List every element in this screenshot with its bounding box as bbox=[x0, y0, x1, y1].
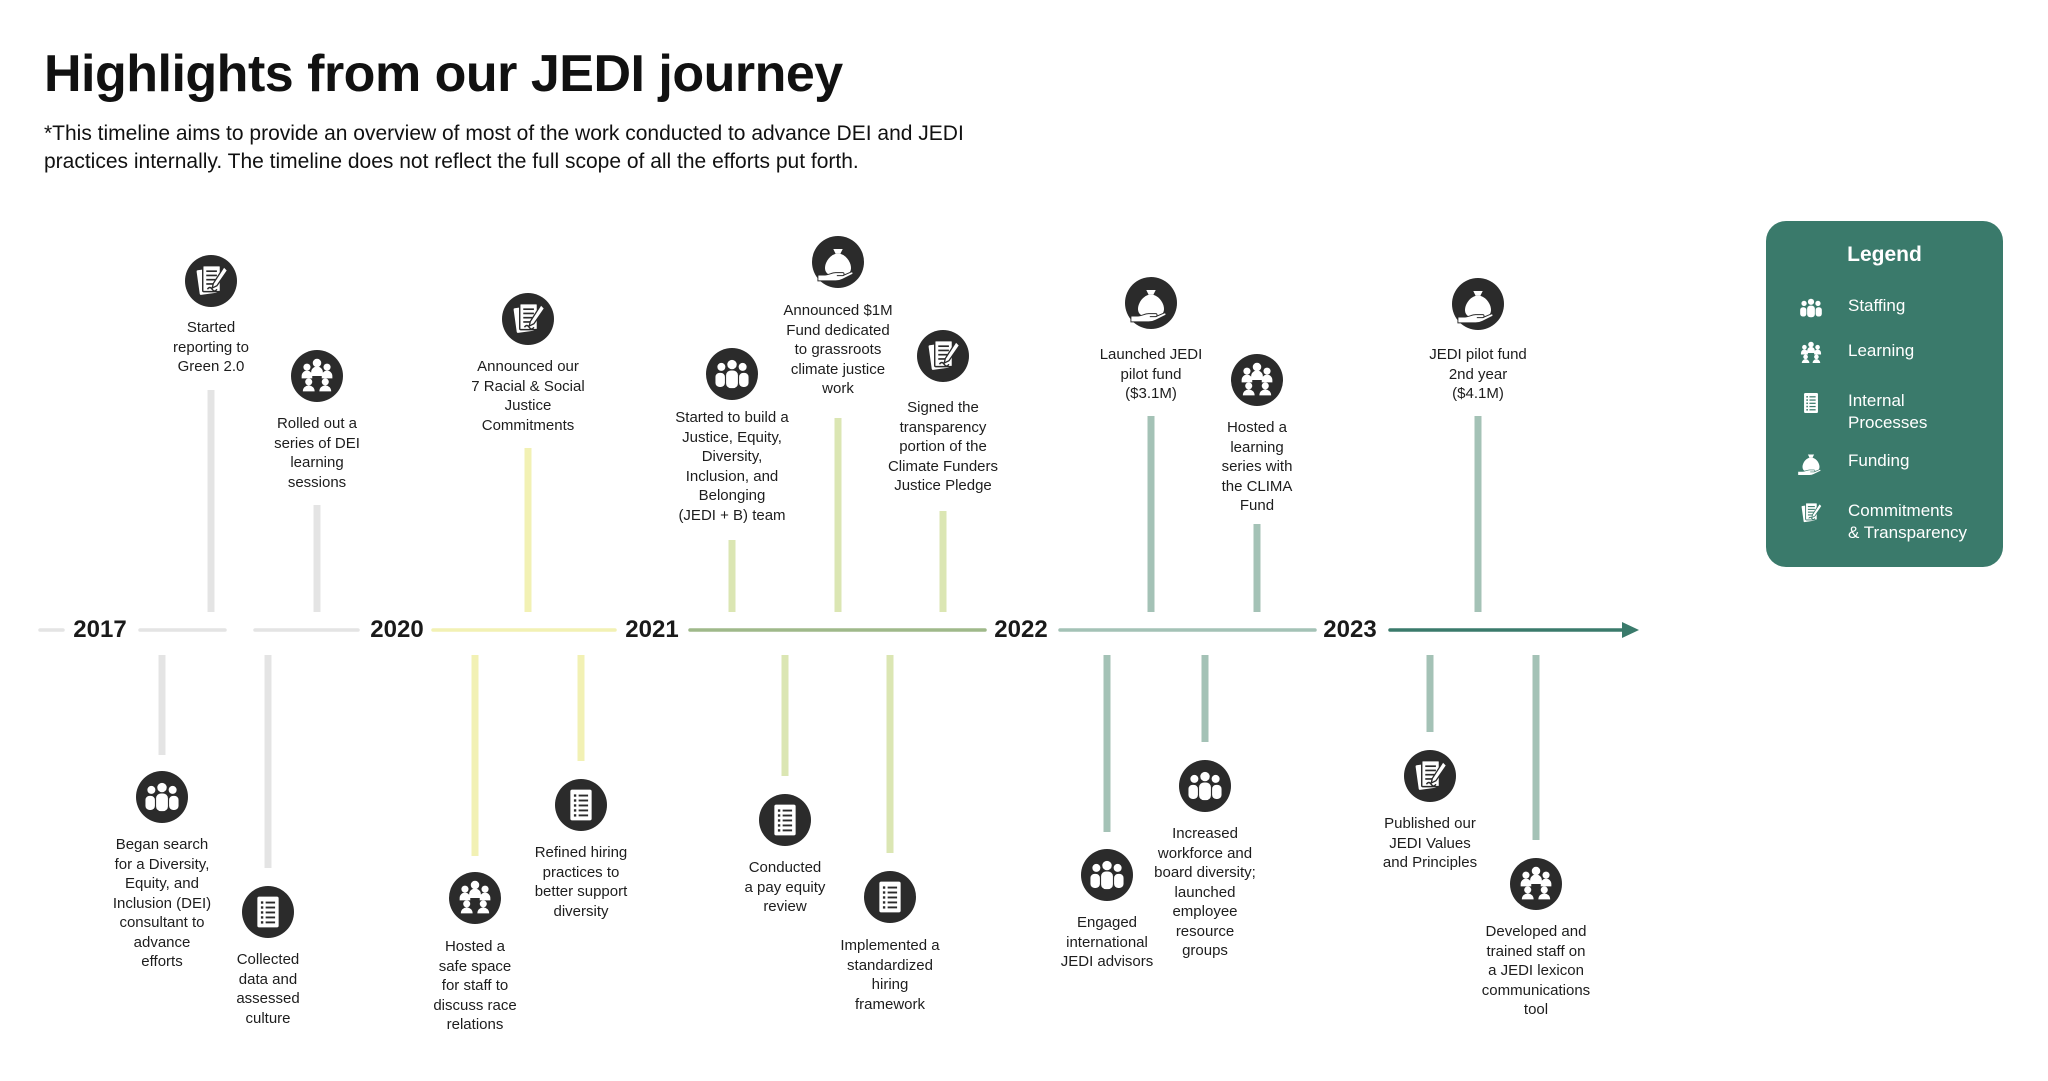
legend-title: Legend bbox=[1847, 243, 1922, 266]
funding-icon bbox=[812, 236, 864, 288]
page-subtitle: *This timeline aims to provide an overvi… bbox=[44, 122, 964, 173]
legend-label: Staffing bbox=[1848, 296, 1906, 315]
page-title: Highlights from our JEDI journey bbox=[44, 45, 843, 103]
funding-icon bbox=[1797, 454, 1822, 476]
learning-icon bbox=[449, 872, 501, 924]
internal-processes-icon bbox=[864, 871, 916, 923]
internal-processes-icon bbox=[555, 779, 607, 831]
commitments-icon bbox=[185, 255, 237, 307]
staffing-icon bbox=[1800, 298, 1822, 318]
internal-processes-icon bbox=[242, 886, 294, 938]
internal-processes-icon bbox=[1804, 392, 1818, 414]
commitments-icon bbox=[1801, 502, 1823, 523]
commitments-icon bbox=[917, 330, 969, 382]
internal-processes-icon bbox=[759, 794, 811, 846]
staffing-icon bbox=[136, 771, 188, 823]
staffing-icon bbox=[706, 348, 758, 400]
year-label-2020: 2020 bbox=[370, 616, 424, 643]
timeline-arrowhead bbox=[1622, 622, 1639, 638]
commitments-icon bbox=[502, 293, 554, 345]
learning-icon bbox=[291, 350, 343, 402]
year-label-2021: 2021 bbox=[625, 616, 679, 643]
funding-icon bbox=[1452, 278, 1504, 330]
commitments-icon bbox=[1404, 750, 1456, 802]
legend-label: Internal Processes bbox=[1848, 391, 1928, 432]
legend-label: Commitments & Transparency bbox=[1848, 501, 1968, 542]
year-label-2017: 2017 bbox=[73, 616, 127, 643]
staffing-icon bbox=[1081, 849, 1133, 901]
learning-icon bbox=[1231, 354, 1283, 406]
learning-icon bbox=[1800, 341, 1822, 364]
year-label-2022: 2022 bbox=[994, 616, 1048, 643]
year-label-2023: 2023 bbox=[1323, 616, 1377, 643]
funding-icon bbox=[1125, 277, 1177, 329]
learning-icon bbox=[1510, 858, 1562, 910]
staffing-icon bbox=[1179, 760, 1231, 812]
legend-label: Funding bbox=[1848, 451, 1910, 470]
legend-label: Learning bbox=[1848, 341, 1915, 360]
